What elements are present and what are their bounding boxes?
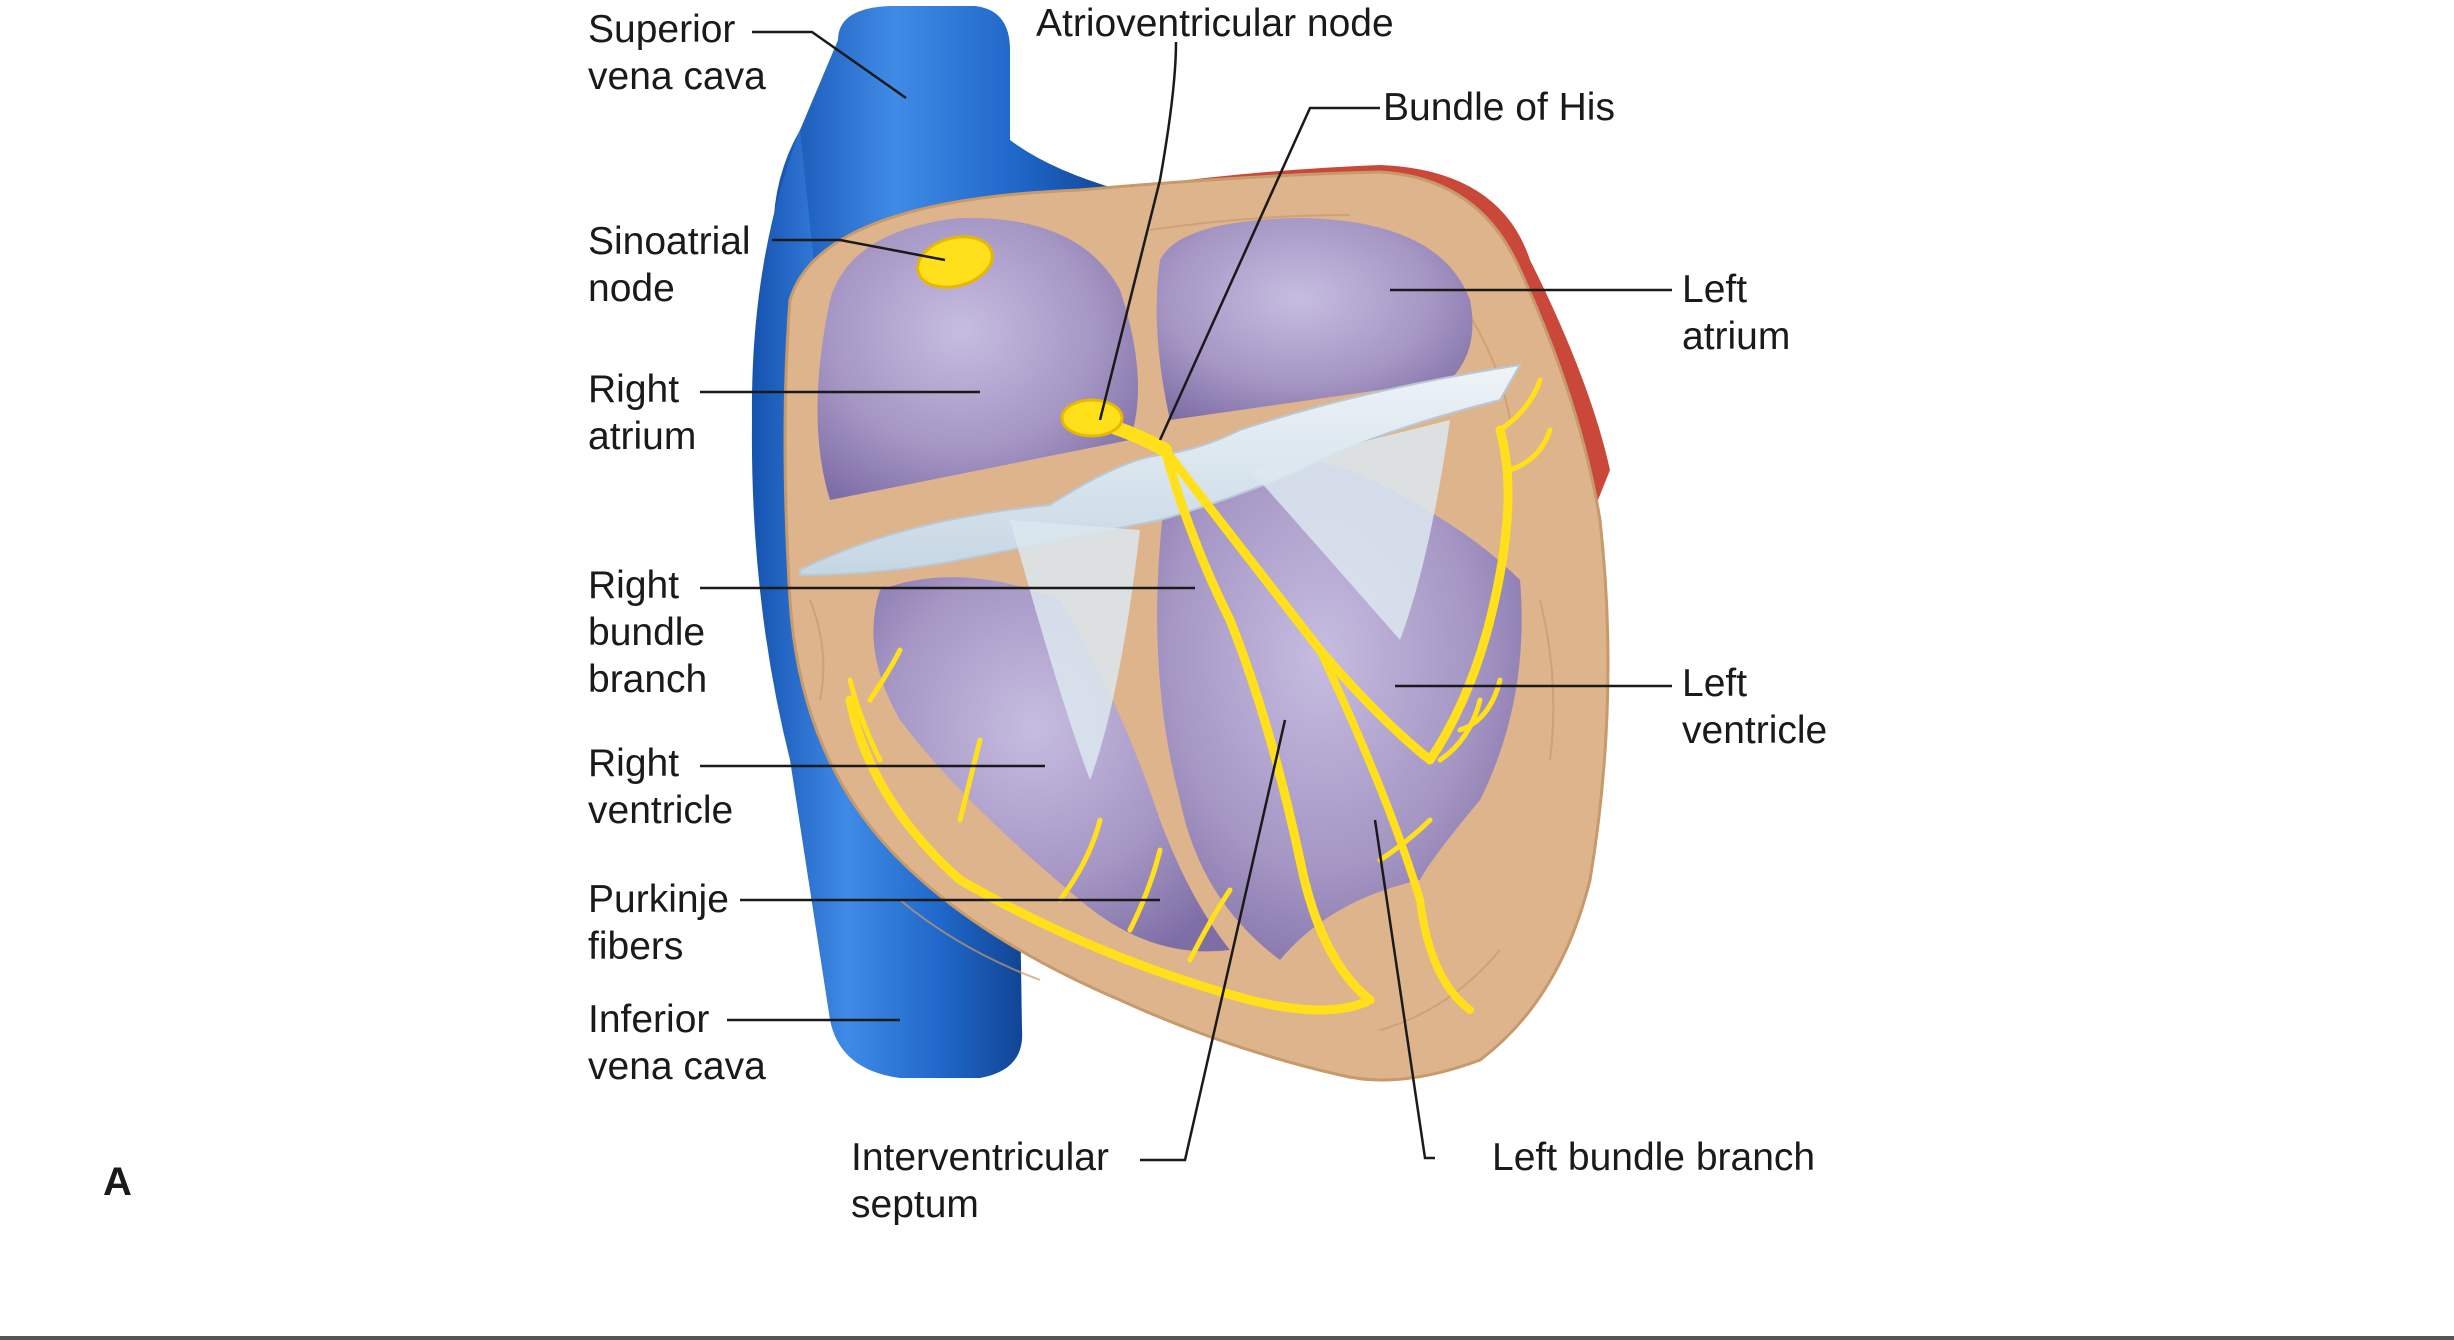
conduction-system	[845, 377, 1553, 1015]
sinoatrial-node-shape	[916, 235, 994, 289]
left-atrium-chamber	[1156, 218, 1473, 420]
label-inferior-vena-cava: Inferior vena cava	[588, 998, 766, 1088]
right-ventricle-chamber	[873, 577, 1230, 952]
label-interventricular-septum: Interventricular septum	[851, 1136, 1109, 1226]
label-left-ventricle: Left ventricle	[1682, 662, 1828, 752]
label-left-atrium: Left atrium	[1682, 268, 1791, 358]
label-sinoatrial-node: Sinoatrial node	[588, 220, 751, 310]
atrioventricular-node-shape	[1060, 398, 1124, 438]
tricuspid-leaflet	[1010, 520, 1140, 780]
label-atrioventricular-node: Atrioventricular node	[1036, 2, 1394, 45]
leader-lines	[700, 30, 1672, 1162]
mitral-leaflet	[1250, 420, 1450, 640]
label-superior-vena-cava: Superior vena cava	[588, 8, 766, 98]
myocardium-texture	[809, 214, 1555, 1031]
label-bundle-of-his: Bundle of His	[1383, 86, 1615, 129]
label-right-ventricle: Right ventricle	[588, 742, 734, 832]
label-left-bundle-branch: Left bundle branch	[1492, 1136, 1816, 1179]
label-right-bundle-branch: Right bundle branch	[588, 564, 708, 701]
right-atrium-chamber	[817, 217, 1138, 500]
left-ventricle-chamber	[1157, 452, 1522, 960]
bottom-divider	[0, 1336, 2454, 1340]
label-purkinje-fibers: Purkinje fibers	[588, 878, 729, 968]
label-right-atrium: Right atrium	[588, 368, 697, 458]
panel-letter: A	[103, 1160, 132, 1204]
